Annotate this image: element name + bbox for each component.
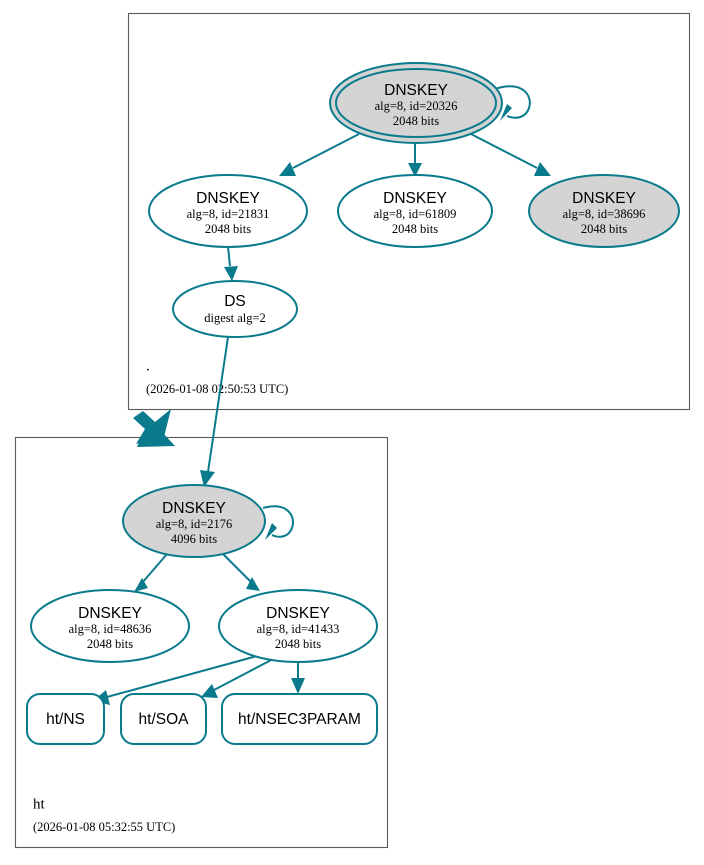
node-keysize: 2048 bits [581, 222, 627, 236]
node-dnskey-20326[interactable]: DNSKEY alg=8, id=20326 2048 bits [329, 62, 503, 144]
node-keyinfo: alg=8, id=38696 [563, 207, 646, 221]
node-title: DNSKEY [78, 605, 142, 622]
node-digest: digest alg=2 [204, 311, 266, 325]
rrset-ht-ns[interactable]: ht/NS [26, 693, 105, 745]
rrset-ht-soa[interactable]: ht/SOA [120, 693, 207, 745]
node-dnskey-38696[interactable]: DNSKEY alg=8, id=38696 2048 bits [528, 174, 680, 248]
edge-root-ksk-to-38696 [470, 133, 551, 176]
rrset-box [26, 693, 105, 745]
edge-zone-delegation [133, 409, 175, 447]
edge-ds-to-ht-ksk [200, 336, 229, 487]
node-title: DS [224, 293, 246, 310]
node-keysize: 2048 bits [87, 637, 133, 651]
rrset-box [120, 693, 207, 745]
node-title: DNSKEY [162, 500, 226, 517]
node-keyinfo: alg=8, id=48636 [69, 622, 152, 636]
node-keyinfo: alg=8, id=41433 [257, 622, 340, 636]
node-ellipse [218, 589, 378, 663]
node-ds[interactable]: DS digest alg=2 [172, 280, 298, 338]
rrset-label: ht/NS [46, 711, 85, 728]
node-title: DNSKEY [266, 605, 330, 622]
node-keysize: 2048 bits [392, 222, 438, 236]
node-dnskey-21831[interactable]: DNSKEY alg=8, id=21831 2048 bits [148, 174, 308, 248]
rrset-box [221, 693, 378, 745]
node-ellipse [172, 280, 298, 338]
node-title: DNSKEY [384, 82, 448, 99]
edge-ht-ksk-self-loop [262, 505, 294, 540]
node-dnskey-48636[interactable]: DNSKEY alg=8, id=48636 2048 bits [30, 589, 190, 663]
node-keysize: 4096 bits [171, 532, 217, 546]
node-ellipse [122, 484, 266, 558]
node-ellipse [528, 174, 680, 248]
node-keyinfo: alg=8, id=20326 [375, 99, 458, 113]
node-title: DNSKEY [196, 190, 260, 207]
node-dnskey-2176[interactable]: DNSKEY alg=8, id=2176 4096 bits [122, 484, 266, 558]
edge-root-ksk-self-loop [494, 85, 531, 121]
node-keysize: 2048 bits [393, 114, 439, 128]
node-ellipse [148, 174, 308, 248]
node-ellipse [30, 589, 190, 663]
zone-timestamp-ht: (2026-01-08 05:32:55 UTC) [33, 820, 175, 834]
zone-label-root: . [146, 358, 150, 374]
rrset-ht-nsec3param[interactable]: ht/NSEC3PARAM [221, 693, 378, 745]
node-keysize: 2048 bits [205, 222, 251, 236]
zone-label-ht: ht [33, 796, 46, 812]
node-inner-ellipse [335, 68, 497, 138]
rrset-label: ht/NSEC3PARAM [238, 711, 361, 728]
node-dnskey-41433[interactable]: DNSKEY alg=8, id=41433 2048 bits [218, 589, 378, 663]
edge-41433-to-ht-nsec3param [291, 661, 305, 694]
edge-21831-to-ds [224, 246, 238, 281]
node-keysize: 2048 bits [275, 637, 321, 651]
node-keyinfo: alg=8, id=61809 [374, 207, 457, 221]
node-keyinfo: alg=8, id=21831 [187, 207, 270, 221]
edge-root-ksk-to-21831 [279, 133, 360, 176]
edge-41433-to-ht-soa [201, 657, 276, 698]
node-dnskey-61809[interactable]: DNSKEY alg=8, id=61809 2048 bits [337, 174, 493, 248]
zone-timestamp-root: (2026-01-08 02:50:53 UTC) [146, 382, 288, 396]
edge-ht-ksk-to-41433 [221, 552, 260, 591]
node-keyinfo: alg=8, id=2176 [156, 517, 233, 531]
node-title: DNSKEY [572, 190, 636, 207]
node-ellipse [337, 174, 493, 248]
edge-ht-ksk-to-48636 [134, 553, 168, 592]
rrset-label: ht/SOA [139, 711, 190, 728]
node-title: DNSKEY [383, 190, 447, 207]
